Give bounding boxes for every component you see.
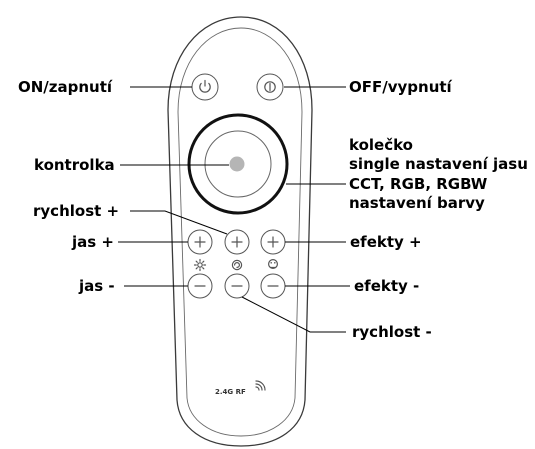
- brightness-minus-button[interactable]: [187, 273, 213, 299]
- label-speed-plus: rychlost +: [33, 202, 119, 220]
- effects-plus-button[interactable]: [260, 229, 286, 255]
- sun-icon: [193, 258, 207, 272]
- indicator-light: [229, 156, 245, 172]
- label-wheel-line-4: nastavení barvy: [349, 194, 485, 212]
- power-off-button[interactable]: [256, 73, 284, 101]
- plus-icon: [231, 236, 243, 248]
- label-brightness-plus: jas +: [71, 233, 114, 251]
- speed-dial-icon: [231, 259, 243, 271]
- speed-plus-button[interactable]: [224, 229, 250, 255]
- power-on-button[interactable]: [191, 73, 219, 101]
- label-brightness-minus: jas -: [78, 277, 115, 295]
- label-on: ON/zapnutí: [18, 78, 113, 96]
- rf-badge: 2.4G RF: [215, 388, 246, 396]
- speed-minus-button[interactable]: [224, 273, 250, 299]
- brightness-plus-button[interactable]: [187, 229, 213, 255]
- label-wheel-line-1: kolečko: [349, 136, 413, 154]
- label-off: OFF/vypnutí: [349, 78, 453, 96]
- label-effects-minus: efekty -: [354, 277, 419, 295]
- label-indicator: kontrolka: [34, 156, 115, 174]
- label-wheel-line-3: CCT, RGB, RGBW: [349, 175, 488, 193]
- leader-lines: [118, 86, 350, 333]
- label-wheel-line-2: single nastavení jasu: [349, 155, 528, 173]
- label-speed-minus: rychlost -: [352, 323, 432, 341]
- plus-icon: [194, 236, 206, 248]
- wifi-signal-icon: [255, 380, 266, 391]
- power-off-icon: [264, 81, 276, 93]
- plus-icon: [267, 236, 279, 248]
- palette-icon: [268, 259, 279, 270]
- label-effects-plus: efekty +: [350, 233, 422, 251]
- power-icon: [199, 79, 211, 93]
- effects-minus-button[interactable]: [260, 273, 286, 299]
